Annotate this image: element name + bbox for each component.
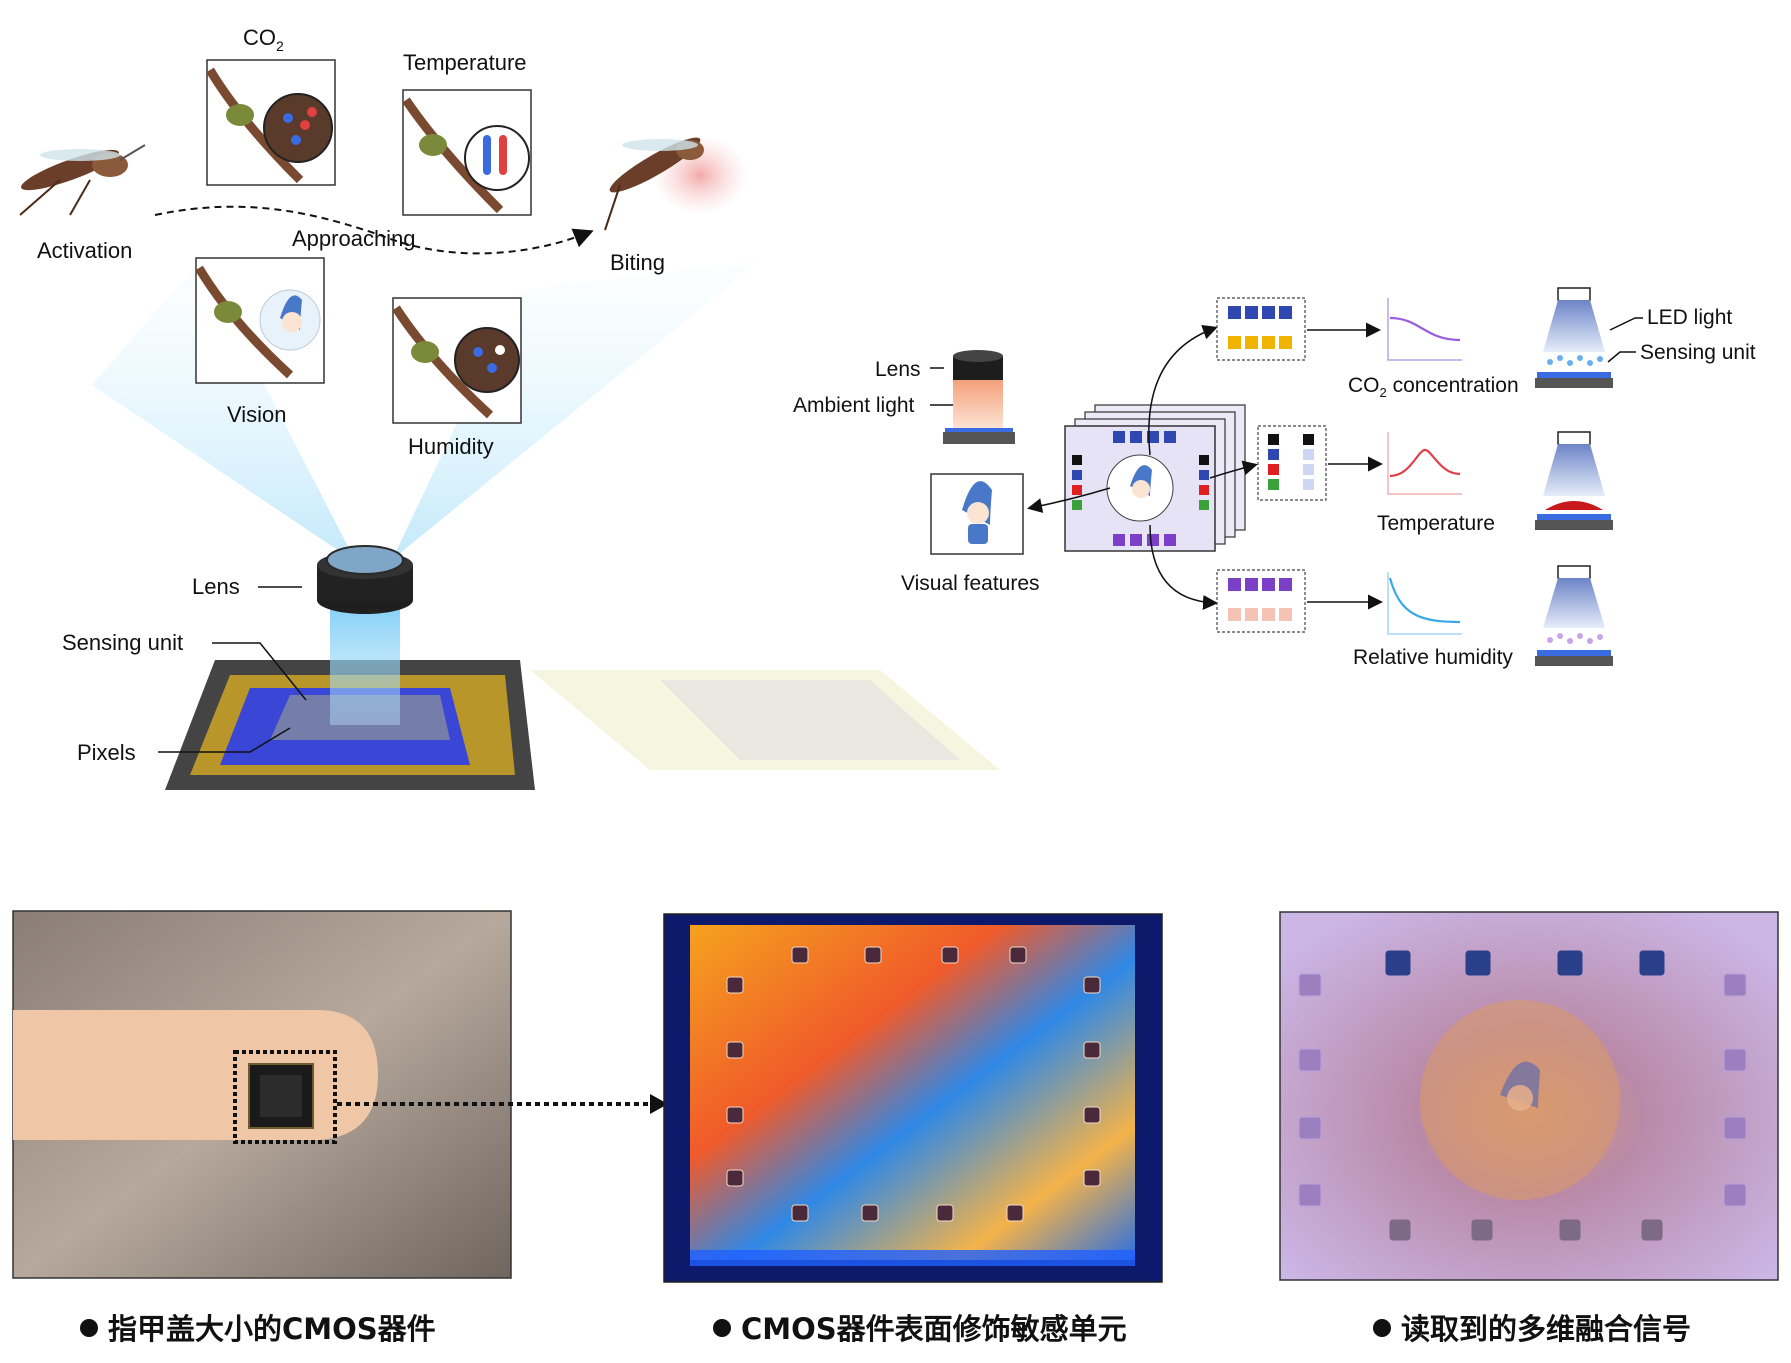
sensing-unit-marker — [726, 1041, 744, 1059]
humidity-led-sensor-icon — [1535, 565, 1613, 666]
bullet-icon — [80, 1319, 98, 1337]
photo-fused-signal-markers — [1298, 950, 1747, 1241]
sensing-unit-marker — [1723, 1116, 1747, 1140]
sensing-unit-marker — [1723, 1048, 1747, 1072]
sensing-unit-marker — [1298, 973, 1322, 997]
sensing-unit-marker — [1465, 950, 1491, 976]
label-chip-lens: Lens — [192, 574, 240, 599]
lens-beam — [330, 600, 400, 725]
label-humidity-cue: Humidity — [408, 434, 494, 459]
sensing-unit-marker — [936, 1204, 954, 1222]
caption-chip-surface: CMOS器件表面修饰敏感单元 — [713, 1306, 1127, 1348]
sensing-unit-marker — [1083, 976, 1101, 994]
photo-chip-surface — [663, 913, 1163, 1283]
sensing-unit-marker — [1723, 973, 1747, 997]
label-workflow-lens: Lens — [875, 358, 921, 381]
sensing-unit-marker — [1557, 950, 1583, 976]
mosquito-behavior-panel: Activation Approaching Biting CO2 Temper… — [19, 25, 760, 560]
label-visual-features: Visual features — [901, 572, 1040, 595]
bullet-icon — [1373, 1319, 1391, 1337]
temperature-pixel-pair — [1257, 425, 1327, 501]
sensing-unit-marker — [791, 1204, 809, 1222]
approach-path — [154, 205, 594, 255]
sensing-unit-marker — [1298, 1048, 1322, 1072]
sensing-unit-marker — [1639, 950, 1665, 976]
sensing-unit-marker — [726, 976, 744, 994]
sensing-unit-marker — [861, 1204, 879, 1222]
label-approaching: Approaching — [292, 226, 416, 251]
label-co2-concentration: CO2 concentration — [1348, 374, 1519, 400]
sensing-unit-marker — [941, 946, 959, 964]
co2-curve-plot — [1387, 298, 1462, 361]
lens-icon — [317, 545, 413, 614]
photo-finger-chip — [12, 910, 512, 1279]
thermometer-zoom-icon — [464, 125, 530, 191]
label-chip-pixels: Pixels — [77, 740, 136, 765]
sensing-unit-marker — [1389, 1219, 1411, 1241]
label-temperature-cue: Temperature — [403, 50, 527, 75]
label-workflow-sensing-unit: Sensing unit — [1640, 341, 1756, 364]
caption-text-1: 指甲盖大小的CMOS器件 — [108, 1312, 436, 1346]
fingertip — [13, 1010, 378, 1140]
label-chip-sensing-unit: Sensing unit — [62, 630, 183, 655]
photo-chip-surface-markers — [726, 946, 1101, 1222]
label-biting: Biting — [610, 250, 665, 275]
cue-co2: CO2 — [206, 25, 336, 186]
sensing-unit-marker — [1385, 950, 1411, 976]
cmos-chip-illustration: Lens Sensing unit Pixels — [62, 545, 1000, 790]
sensing-unit-marker — [1009, 946, 1027, 964]
sensing-unit-marker — [1083, 1041, 1101, 1059]
temperature-curve-plot — [1387, 432, 1462, 495]
sensing-unit-marker — [1083, 1106, 1101, 1124]
sensing-unit-marker — [1559, 1219, 1581, 1241]
mosquito-activation-icon — [19, 144, 146, 216]
label-led-light: LED light — [1647, 306, 1732, 329]
visual-features-thumbnail — [930, 473, 1024, 555]
bullet-icon — [713, 1319, 731, 1337]
cue-humidity — [392, 297, 522, 424]
sensing-unit-marker — [1083, 1169, 1101, 1187]
label-ambient-light: Ambient light — [793, 394, 915, 417]
co2-pixel-pair — [1216, 297, 1306, 361]
sensing-unit-marker — [791, 946, 809, 964]
caption-finger-chip: 指甲盖大小的CMOS器件 — [80, 1306, 436, 1348]
sensor-frame-stack — [1064, 404, 1246, 552]
sensing-unit-marker — [726, 1169, 744, 1187]
sensing-unit-marker — [1471, 1219, 1493, 1241]
ambient-light-lens-icon — [943, 350, 1015, 444]
label-co2: CO2 — [243, 25, 284, 54]
mosquito-biting-icon — [604, 135, 748, 231]
sensing-unit-marker — [1641, 1219, 1663, 1241]
sensing-unit-marker — [1006, 1204, 1024, 1222]
temperature-led-sensor-icon — [1535, 431, 1613, 530]
light-beam-left — [92, 260, 355, 560]
photo-fused-signal — [1279, 911, 1779, 1281]
sensing-unit-marker — [1298, 1116, 1322, 1140]
sensing-unit-marker — [1723, 1183, 1747, 1207]
cue-vision — [195, 257, 325, 384]
sensing-unit-marker — [1298, 1183, 1322, 1207]
co2-led-sensor-icon — [1535, 287, 1613, 388]
water-molecule-zoom-icon — [454, 327, 520, 393]
cue-temperature: Temperature — [402, 50, 532, 216]
molecule-zoom-icon — [263, 93, 333, 163]
humidity-pixel-pair — [1216, 569, 1306, 633]
label-vision: Vision — [227, 402, 287, 427]
label-relative-humidity: Relative humidity — [1353, 646, 1513, 669]
caption-fused-signal: 读取到的多维融合信号 — [1373, 1306, 1691, 1348]
caption-text-2: CMOS器件表面修饰敏感单元 — [741, 1312, 1127, 1346]
humidity-curve-plot — [1387, 572, 1462, 635]
label-activation: Activation — [37, 238, 132, 263]
caption-text-3: 读取到的多维融合信号 — [1401, 1312, 1692, 1346]
sensing-unit-marker — [726, 1106, 744, 1124]
sensing-workflow-diagram: Lens Ambient light Visual features — [793, 287, 1756, 669]
label-temperature-output: Temperature — [1377, 512, 1495, 535]
sensing-unit-marker — [864, 946, 882, 964]
